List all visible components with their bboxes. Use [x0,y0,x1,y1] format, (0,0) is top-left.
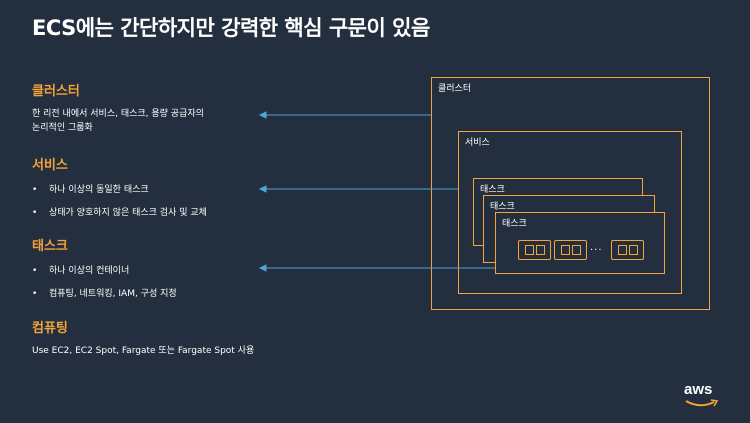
aws-logo: aws [684,381,713,398]
service-bullet-text: 상태가 양호하지 않은 태스크 검사 및 교체 [49,208,207,218]
arrow-left-icon [258,185,267,193]
service-heading: 서비스 [32,158,68,173]
task-box-label: 태스크 [502,219,527,229]
container-icon [554,240,587,260]
bullet-dot: • [32,208,38,218]
task-bullet-text: 컴퓨팅, 네트워킹, IAM, 구성 지정 [49,289,177,299]
container-icon [518,240,551,260]
task-bullet-1: • 하나 이상의 컨테이너 [32,263,129,276]
bullet-dot: • [32,289,38,299]
service-bullet-1: • 하나 이상의 동일한 태스크 [32,182,149,195]
bullet-dot: • [32,185,38,195]
arrow-left-icon [258,111,267,119]
slide-title: ECS에는 간단하지만 강력한 핵심 구문이 있음 [32,16,430,40]
arrow-left-icon [258,264,267,272]
compute-description: Use EC2, EC2 Spot, Fargate 또는 Fargate Sp… [32,346,255,356]
task-box: 태스크 [495,212,665,274]
bullet-dot: • [32,266,38,276]
compute-heading: 컴퓨팅 [32,321,68,336]
cluster-heading: 클러스터 [32,84,80,99]
task-bullet-2: • 컴퓨팅, 네트워킹, IAM, 구성 지정 [32,286,177,299]
cluster-box-label: 클러스터 [438,84,472,94]
task-bullet-text: 하나 이상의 컨테이너 [49,266,130,276]
task-box-label: 태스크 [490,202,515,212]
cluster-description-line2: 논리적인 그룹화 [32,123,93,133]
cluster-description-line1: 한 리전 내에서 서비스, 태스크, 용량 공급자의 [32,109,204,119]
service-box-label: 서비스 [465,138,490,148]
task-heading: 태스크 [32,239,68,254]
service-bullet-2: • 상태가 양호하지 않은 태스크 검사 및 교체 [32,205,207,218]
container-ellipsis: ... [590,242,603,253]
container-icon [611,240,644,260]
aws-smile-icon [685,399,719,407]
service-bullet-text: 하나 이상의 동일한 태스크 [49,185,149,195]
cluster-description: 한 리전 내에서 서비스, 태스크, 용량 공급자의 논리적인 그룹화 [32,107,204,135]
cluster-box: 클러스터 [431,77,710,310]
task-box-label: 태스크 [480,185,505,195]
service-box: 서비스 [458,131,682,294]
